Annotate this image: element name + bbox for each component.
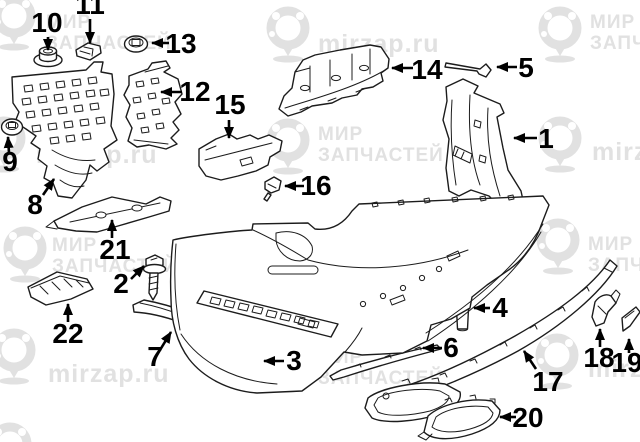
callout-label-11: 11 — [75, 0, 105, 20]
callout-label-1: 1 — [538, 123, 554, 154]
callout-arrow-2 — [130, 265, 145, 280]
callout-label-14: 14 — [411, 54, 443, 85]
callout-label-12: 12 — [179, 76, 210, 107]
part-bumper-cover-drawing — [169, 194, 550, 394]
part-12-drawing — [123, 60, 183, 150]
callout-label-21: 21 — [99, 234, 130, 265]
watermark-brand-text: МИР — [590, 12, 635, 33]
part-19-drawing — [621, 306, 640, 332]
watermark-brand-text: ЗАПЧАСТЕЙ — [318, 144, 444, 166]
watermark-tile-mid-center: МИР ЗАПЧАСТЕЙ — [269, 123, 444, 175]
watermark-site-text: mirzap.ru — [588, 355, 640, 383]
watermark-site-text: mirzap.ru — [592, 138, 640, 166]
callout-label-16: 16 — [300, 170, 331, 201]
watermark-brand-text: МИР — [318, 124, 363, 145]
callout-label-19: 19 — [611, 347, 640, 378]
watermark-tile-bottom-right: mirzap.ru — [538, 338, 640, 390]
callout-label-22: 22 — [52, 318, 83, 349]
callout-label-10: 10 — [31, 7, 62, 38]
callout-arrow-7 — [158, 331, 173, 351]
watermark-brand-text: МИР — [46, 12, 91, 33]
callout-arrow-17 — [522, 350, 538, 370]
watermark-tile-row3-right: МИР ЗАПЧАСТЕЙ — [539, 223, 640, 276]
watermark-brand-text: МИР — [52, 235, 97, 256]
part-8-drawing — [11, 61, 118, 199]
callout-label-5: 5 — [518, 52, 534, 83]
callout-label-4: 4 — [492, 292, 508, 323]
watermark-tile-edge-sliver — [0, 427, 27, 442]
callout-label-8: 8 — [27, 189, 43, 220]
part-16-drawing — [263, 176, 282, 202]
part-21-drawing — [45, 196, 172, 233]
part-5-drawing — [444, 62, 492, 78]
callout-arrows — [3, 19, 634, 422]
part-14-drawing — [278, 44, 390, 117]
part-11-drawing — [75, 42, 102, 61]
watermark-tile-mid-right: mirzap.ru — [541, 121, 640, 173]
callout-arrow-8 — [41, 178, 56, 196]
callout-label-3: 3 — [286, 345, 302, 376]
watermark-tile-bottom-left: mirzap.ru — [0, 333, 170, 388]
watermark-tile-top-right: МИР ЗАПЧАСТЕЙ — [541, 11, 640, 63]
callout-arrow-9 — [3, 136, 14, 154]
callout-labels: 1 2 3 4 5 6 7 8 9 10 11 12 13 14 15 16 1… — [2, 0, 640, 433]
part-15-drawing — [198, 133, 283, 181]
part-18-drawing — [591, 289, 621, 327]
callout-label-18: 18 — [583, 342, 614, 373]
callout-label-17: 17 — [532, 366, 563, 397]
watermark-brand-text: ЗАПЧАСТЕЙ — [590, 32, 640, 54]
part-22-drawing — [27, 271, 94, 306]
callout-label-7: 7 — [147, 341, 163, 372]
callout-label-15: 15 — [214, 89, 245, 120]
watermark-brand-text: МИР — [588, 234, 633, 255]
parts-layer — [0, 35, 640, 441]
callout-label-2: 2 — [113, 268, 129, 299]
watermark-site-text: mirzap.ru — [48, 360, 170, 388]
part-9-drawing — [0, 118, 24, 136]
callout-label-9: 9 — [2, 146, 18, 177]
callout-label-13: 13 — [165, 28, 196, 59]
part-2-drawing — [142, 254, 167, 301]
callout-label-6: 6 — [443, 332, 459, 363]
callout-label-20: 20 — [512, 402, 543, 433]
part-20-drawing — [417, 394, 501, 441]
part-13-drawing — [123, 35, 149, 53]
